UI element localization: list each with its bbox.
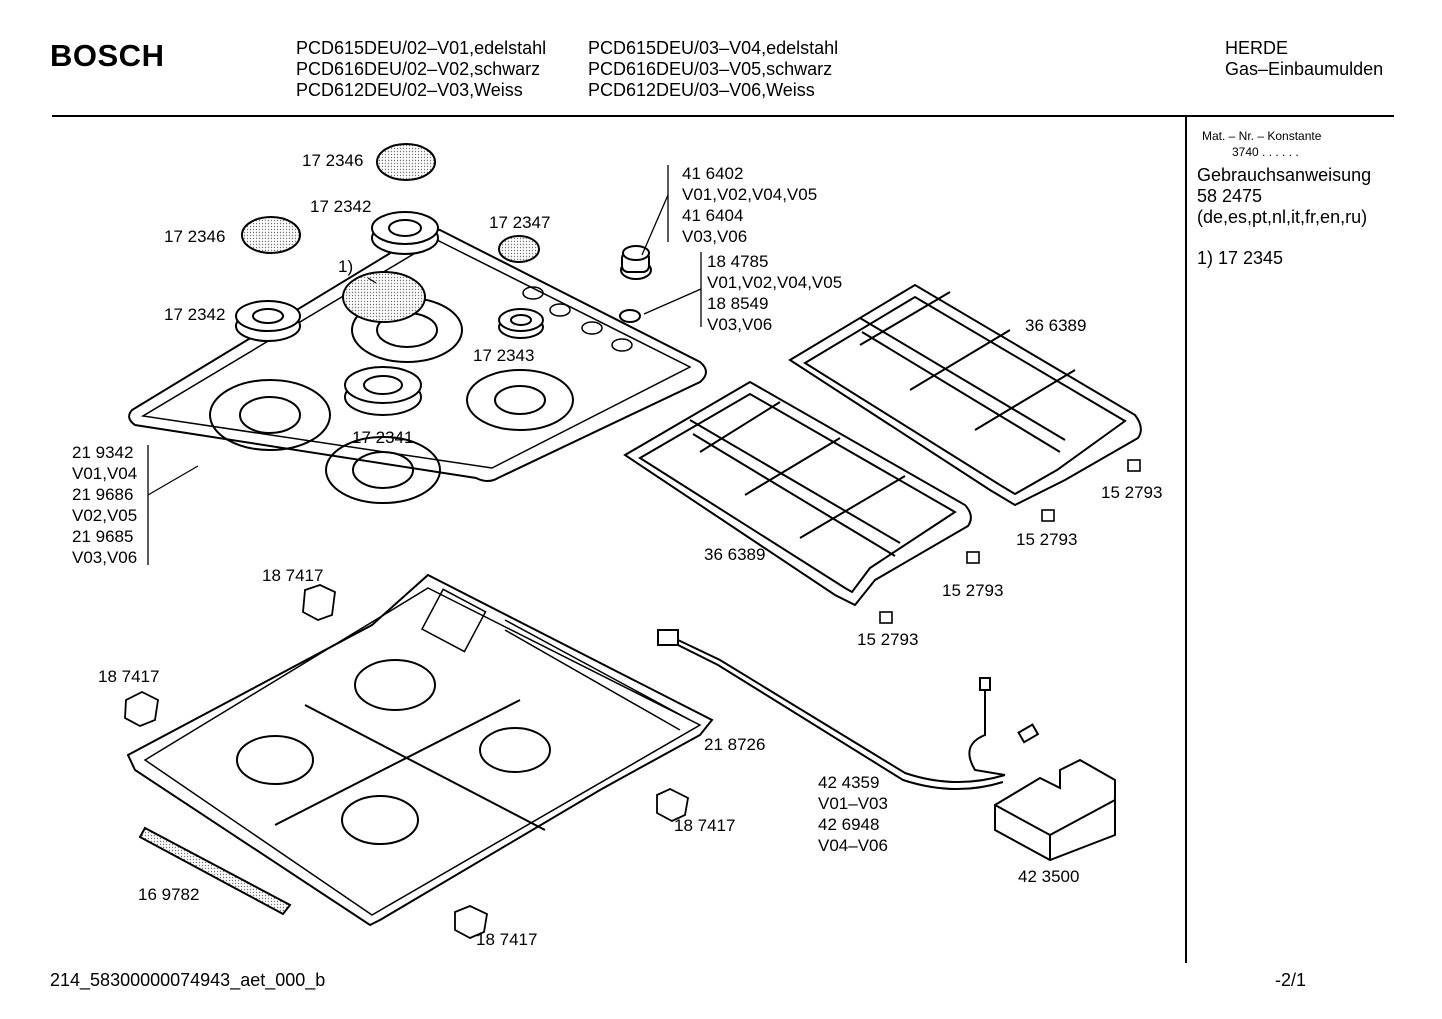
label-foot-3: 15 2793 bbox=[942, 581, 1004, 600]
model-list-left: PCD615DEU/02–V01,edelstahl PCD616DEU/02–… bbox=[296, 38, 546, 101]
page-number: -2/1 bbox=[1275, 970, 1307, 990]
product-category: HERDE Gas–Einbaumulden bbox=[1225, 38, 1383, 80]
model-line: PCD612DEU/02–V03,Weiss bbox=[296, 80, 523, 100]
label-cap-small: 17 2347 bbox=[489, 213, 551, 232]
label-clip-4: 18 7417 bbox=[476, 930, 538, 949]
label-foot-1: 15 2793 bbox=[1101, 483, 1163, 502]
label-burner-small: 17 2343 bbox=[473, 346, 535, 365]
burner-caps bbox=[241, 143, 540, 323]
leader-lines bbox=[147, 165, 702, 565]
label-burner-large: 17 2341 bbox=[352, 428, 414, 447]
category-title: HERDE bbox=[1225, 38, 1289, 58]
ignition-module bbox=[994, 758, 1116, 862]
burners bbox=[235, 211, 544, 416]
label-foot-4: 15 2793 bbox=[857, 630, 919, 649]
model-list-right: PCD615DEU/03–V04,edelstahl PCD616DEU/03–… bbox=[588, 38, 838, 101]
label-knob: 41 6402 V01,V02,V04,V05 41 6404 V03,V06 bbox=[682, 164, 818, 246]
category-subtitle: Gas–Einbaumulden bbox=[1225, 59, 1384, 79]
label-cap-top: 17 2346 bbox=[302, 151, 364, 170]
model-line: PCD616DEU/02–V02,schwarz bbox=[296, 59, 541, 79]
pan-supports bbox=[623, 283, 1142, 607]
ignition-cable bbox=[657, 629, 1040, 791]
label-clip-1: 18 7417 bbox=[262, 566, 324, 585]
label-cable: 42 4359 V01–V03 42 6948 V04–V06 bbox=[818, 773, 888, 855]
base-tray bbox=[126, 573, 714, 927]
label-top-plate: 21 9342 V01,V04 21 9686 V02,V05 21 9685 … bbox=[72, 443, 138, 567]
label-clip-3: 18 7417 bbox=[674, 816, 736, 835]
document-id: 214_58300000074943_aet_000_b bbox=[50, 970, 326, 990]
manual-info: Gebrauchsanweisung 58 2475 (de,es,pt,nl,… bbox=[1197, 165, 1371, 228]
label-clip-2: 18 7417 bbox=[98, 667, 160, 686]
label-grid-left: 36 6389 bbox=[704, 545, 766, 564]
label-foot-2: 15 2793 bbox=[1016, 530, 1078, 549]
label-base: 21 8726 bbox=[704, 735, 766, 754]
rubber-feet bbox=[879, 459, 1141, 624]
model-line: PCD616DEU/03–V05,schwarz bbox=[588, 59, 833, 79]
label-note-1: 1) bbox=[338, 257, 354, 276]
footnote: 1) 17 2345 bbox=[1197, 248, 1284, 268]
control-knob bbox=[619, 245, 652, 323]
model-line: PCD615DEU/03–V04,edelstahl bbox=[588, 38, 839, 58]
model-line: PCD615DEU/02–V01,edelstahl bbox=[296, 38, 547, 58]
label-ring: 18 4785 V01,V02,V04,V05 18 8549 V03,V06 bbox=[707, 252, 843, 334]
label-burner-left: 17 2342 bbox=[164, 305, 226, 324]
manual-number: 58 2475 bbox=[1197, 186, 1263, 206]
top-plate-shape bbox=[128, 228, 707, 504]
label-gasket: 16 9782 bbox=[138, 885, 200, 904]
label-burner-top: 17 2342 bbox=[310, 197, 372, 216]
brand-logo: BOSCH bbox=[50, 38, 165, 73]
mounting-clips bbox=[124, 584, 690, 939]
label-ignition: 42 3500 bbox=[1018, 867, 1080, 886]
frame-lines bbox=[52, 115, 1394, 963]
label-grid-right: 36 6389 bbox=[1025, 316, 1087, 335]
manual-title: Gebrauchsanweisung bbox=[1197, 165, 1372, 185]
label-cap-left: 17 2346 bbox=[164, 227, 226, 246]
model-line: PCD612DEU/03–V06,Weiss bbox=[588, 80, 815, 100]
mat-number-label: Mat. – Nr. – Konstante bbox=[1202, 129, 1322, 143]
manual-languages: (de,es,pt,nl,it,fr,en,ru) bbox=[1197, 207, 1368, 227]
gasket-strip bbox=[138, 826, 292, 916]
mat-number-value: 3740 . . . . . . bbox=[1232, 145, 1299, 159]
